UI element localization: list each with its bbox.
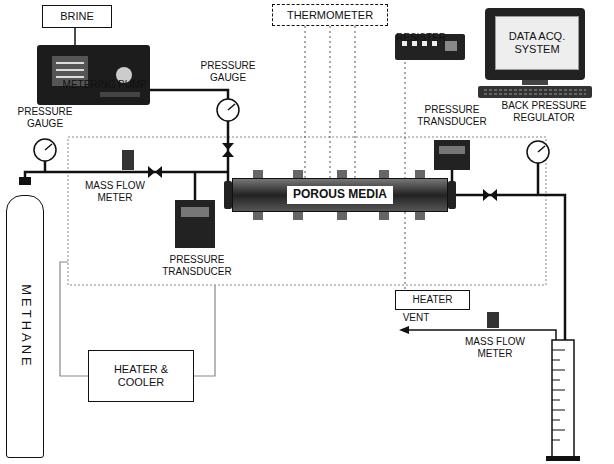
- part-label: BACK PRESSURE REGULATOR: [496, 100, 592, 124]
- pressure-transducer-symbol: [181, 207, 209, 217]
- graduated-cylinder: [552, 420, 560, 421]
- pressure-gauge-symbol: [217, 99, 239, 121]
- node-label: RESISTER: [393, 32, 449, 44]
- pipe-lines: [537, 163, 540, 195]
- graduated-cylinder: [552, 380, 560, 381]
- pipe-lines: [44, 161, 47, 172]
- graduated-cylinder: [552, 350, 565, 351]
- pressure-gauge-symbol: [45, 144, 52, 150]
- mass-flow-meter-symbol: [122, 150, 134, 170]
- graduated-cylinder: [546, 456, 580, 461]
- pressure-transducer-symbol: [434, 140, 470, 170]
- tube-end-caps: [448, 181, 456, 209]
- graduated-cylinder: [552, 340, 574, 458]
- methane-cylinder: METHANE: [6, 195, 44, 458]
- pressure-gauge-symbol: [228, 104, 235, 110]
- node-label: POROUS MEDIA: [287, 186, 393, 204]
- port-fittings: [415, 211, 425, 220]
- computer-symbol: [478, 86, 592, 98]
- vent-arrowhead: [399, 326, 409, 334]
- pressure-transducer-symbol: [439, 146, 465, 154]
- port-fittings: [379, 211, 389, 220]
- node-label: BRINE: [57, 10, 97, 23]
- node-label: THERMOMETER: [284, 9, 376, 22]
- pressure-gauge-symbol: [34, 99, 549, 163]
- graduated-cylinder: [552, 410, 565, 411]
- part-label: PRESSURE TRANSDUCER: [153, 254, 241, 278]
- node-label: METERING PUMP: [60, 79, 150, 91]
- pipe-lines: [450, 195, 565, 340]
- graduated-cylinder: [552, 400, 560, 401]
- mass-flow-meter-symbol: [487, 312, 499, 328]
- graduated-cylinder: [546, 340, 580, 461]
- valve-symbol: [483, 189, 497, 201]
- connector-line: [405, 62, 406, 290]
- connector-line: [74, 28, 76, 45]
- brine-box: BRINE: [42, 5, 112, 28]
- resister-symbol: [445, 41, 457, 51]
- porous-media-tube: POROUS MEDIA: [232, 178, 448, 212]
- metering-pump-symbol: [100, 92, 140, 97]
- port-fittings: [293, 211, 303, 220]
- part-label: PRESSURE TRANSDUCER: [410, 104, 494, 128]
- port-fittings: [253, 211, 263, 220]
- pipe-lines: [25, 90, 565, 340]
- computer-screen: DATA ACQ. SYSTEM: [495, 16, 579, 70]
- computer-symbol: [478, 8, 592, 98]
- part-label: PRESSURE GAUGE: [12, 106, 78, 130]
- part-label: MASS FLOW METER: [80, 180, 150, 204]
- part-label: MASS FLOW METER: [460, 336, 530, 360]
- graduated-cylinder: [552, 370, 565, 371]
- heater-cooler-box: HEATER & COOLER: [88, 350, 194, 402]
- graduated-cylinder: [552, 390, 565, 391]
- valve-symbol: [19, 177, 31, 185]
- pressure-gauge-symbol: [34, 139, 56, 161]
- computer-symbol: [485, 8, 585, 80]
- pipe-lines: [194, 172, 197, 200]
- computer-symbol: [522, 80, 548, 85]
- enclosure-outline: [68, 137, 546, 285]
- node-label: METHANE: [18, 281, 33, 372]
- node-label: HEATER & COOLER: [89, 363, 193, 388]
- vent-arrowhead: [399, 326, 409, 334]
- enclosure-outline: [68, 137, 546, 285]
- computer-symbol: [484, 90, 586, 94]
- resister-unit: RESISTER: [393, 14, 468, 62]
- thermometer-box: THERMOMETER: [272, 4, 388, 26]
- connector-line: [355, 26, 356, 178]
- node-label: DATA ACQ. SYSTEM: [496, 30, 578, 55]
- valve-symbol: [222, 143, 234, 157]
- heater-box: HEATER: [395, 290, 470, 310]
- graduated-cylinder: [552, 430, 565, 431]
- graduated-cylinder: [552, 440, 560, 441]
- metering-pump-symbol: [56, 63, 84, 77]
- pressure-transducer-symbol: [175, 200, 215, 248]
- heater-cooler-lines: [60, 262, 88, 376]
- node-label: HEATER: [410, 294, 456, 306]
- pressure-transducer-symbol: [175, 140, 470, 248]
- metering-pump-symbol: [37, 45, 150, 105]
- part-label: VENT: [398, 312, 434, 324]
- part-label: PRESSURE GAUGE: [195, 60, 261, 84]
- connector-line: [330, 26, 331, 178]
- valve-symbol: [148, 166, 162, 178]
- tube-end-caps: [224, 181, 232, 209]
- port-fittings: [337, 211, 347, 220]
- pressure-gauge-symbol: [538, 146, 545, 152]
- pressure-gauge-symbol: [527, 141, 549, 163]
- mass-flow-meter-symbol: [122, 150, 499, 328]
- graduated-cylinder: [552, 360, 560, 361]
- metering-pump-symbol: [37, 45, 150, 105]
- connector-line: [305, 26, 306, 178]
